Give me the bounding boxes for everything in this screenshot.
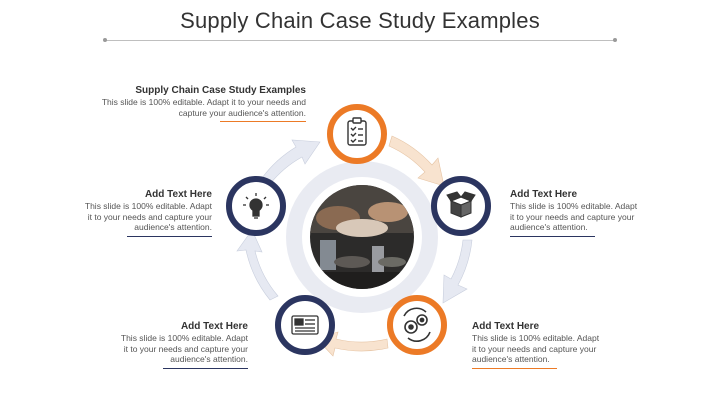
text-block-underline [127, 235, 212, 237]
node-bottom-right [387, 295, 447, 355]
node-right [431, 176, 491, 236]
text-block-heading: Add Text Here [472, 321, 540, 332]
text-block-underline [163, 367, 248, 369]
text-block-body-line: audience's attention. [170, 354, 248, 364]
text-block-bottom-left: Add Text Here This slide is 100% editabl… [98, 320, 248, 369]
text-block-body-line: it to your needs and capture your [87, 211, 212, 222]
clipboard-checklist-icon [347, 117, 367, 146]
node-bottom-left [275, 295, 335, 355]
text-block-body-line: This slide is 100% editable. Adapt [510, 201, 638, 211]
node-top [327, 104, 387, 164]
text-block-left: Add Text Here This slide is 100% editabl… [62, 188, 212, 237]
text-block-top: Supply Chain Case Study Examples This sl… [70, 84, 306, 122]
text-block-body-line: audience's attention. [472, 354, 550, 364]
text-block-heading: Add Text Here [510, 189, 578, 200]
text-block-body-line: This slide is 100% editable. Adapt [472, 333, 600, 343]
text-block-body-line: This slide is 100% editable. Adapt [120, 333, 248, 343]
text-block-body-line: audience's attention. [134, 222, 212, 232]
text-block-right: Add Text Here This slide is 100% editabl… [510, 188, 660, 237]
text-block-body-line: it to your needs and capture your [472, 343, 597, 354]
newspaper-icon [291, 315, 319, 335]
arrow-left-to-lightbulb [236, 229, 279, 301]
text-block-body-line: it to your needs and capture your [123, 343, 248, 354]
text-block-underline [510, 235, 595, 237]
text-block-underline [472, 367, 557, 369]
text-block-body-line: it to your needs and capture your [510, 211, 635, 222]
arrow-right-to-bottom [442, 239, 473, 304]
text-block-body-line: This slide is 100% editable. Adapt [84, 201, 212, 211]
text-block-heading: Add Text Here [144, 189, 212, 200]
open-box-icon [446, 191, 476, 218]
text-block-heading: Supply Chain Case Study Examples [135, 85, 306, 96]
text-block-underline [220, 121, 306, 122]
text-block-bottom-right: Add Text Here This slide is 100% editabl… [472, 320, 622, 369]
arrow-lightbulb-to-top [261, 139, 321, 185]
node-left [226, 176, 286, 236]
lightbulb-icon [243, 193, 269, 219]
text-block-heading: Add Text Here [180, 321, 248, 332]
text-block-body-line: audience's attention. [510, 222, 588, 232]
slide-title: Supply Chain Case Study Examples [180, 8, 540, 33]
gears-exchange-icon [403, 307, 431, 342]
arrow-top-to-right [388, 135, 445, 187]
text-block-body-line: capture your audience's attention. [178, 107, 306, 118]
title-divider [103, 38, 617, 42]
text-block-body-line: This slide is 100% editable. Adapt it to… [101, 97, 306, 107]
